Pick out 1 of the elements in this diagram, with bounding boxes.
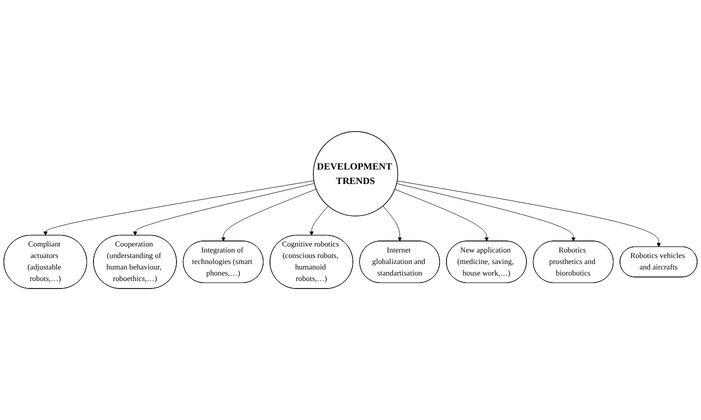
node-circle: DEVELOPMENT TRENDS: [312, 131, 398, 216]
